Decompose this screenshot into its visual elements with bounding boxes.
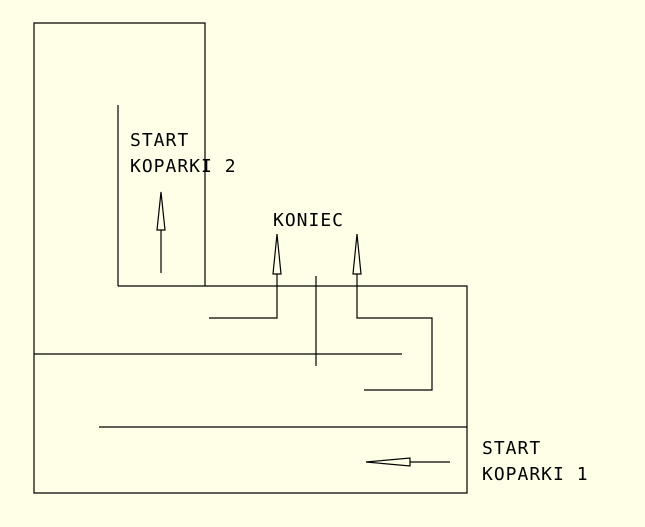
arrow-left-icon [365, 457, 411, 467]
label-line: KOPARKI 1 [482, 464, 589, 485]
outline-upper-block [33, 22, 468, 494]
arrow-up-icon [272, 233, 282, 275]
arrow-up-icon [156, 191, 166, 231]
label-start-koparki-2: START KOPARKI 2 [130, 128, 237, 180]
path-right [356, 274, 433, 391]
label-line: KOPARKI 2 [130, 156, 237, 177]
label-start-koparki-1: START KOPARKI 1 [482, 436, 589, 488]
label-line: START [482, 438, 542, 459]
label-line: START [130, 130, 190, 151]
arrow-up-icon [352, 233, 362, 275]
path-left [209, 274, 278, 319]
label-koniec: KONIEC [273, 210, 345, 231]
